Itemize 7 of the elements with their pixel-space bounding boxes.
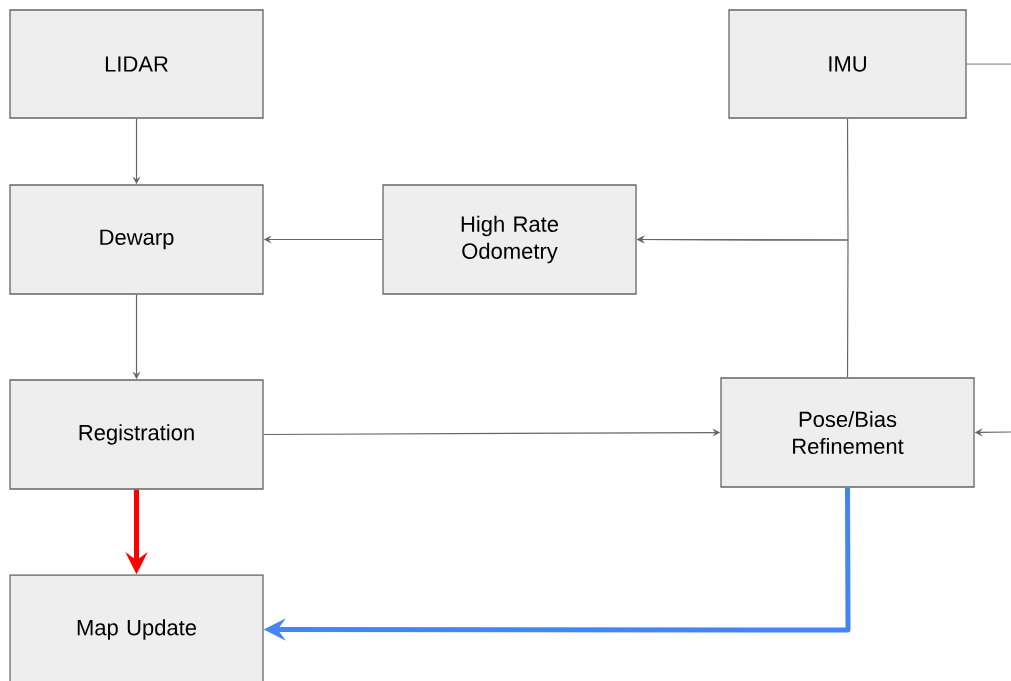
process-box: LIDAR — [9, 9, 264, 119]
process-box: Dewarp — [9, 184, 264, 295]
process-box: Map Update — [9, 574, 264, 681]
process-box: IMU — [728, 9, 967, 119]
process-box: High Rate Odometry — [382, 184, 637, 295]
process-box: Registration — [9, 379, 264, 490]
process-box: Pose/Bias Refinement — [720, 377, 975, 488]
